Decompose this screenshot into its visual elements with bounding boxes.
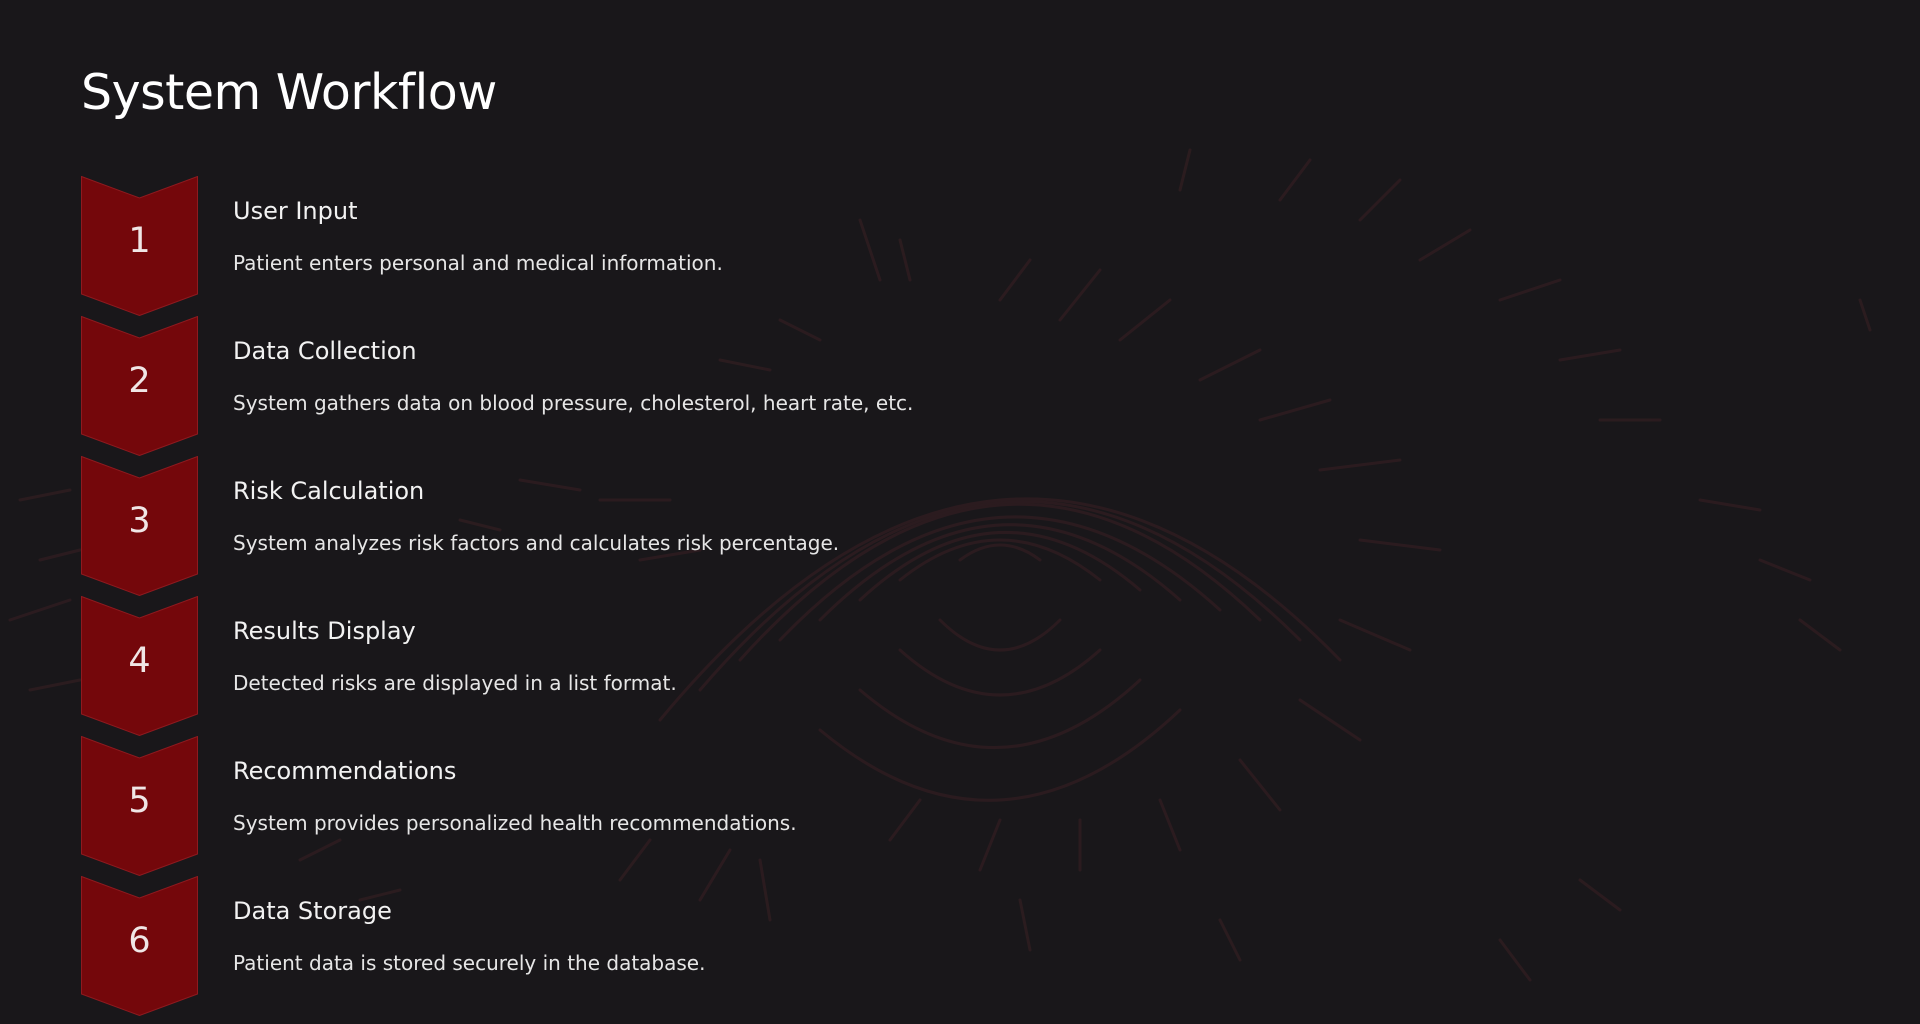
workflow-step: 4 Results Display Detected risks are dis…: [81, 596, 1281, 736]
step-number: 4: [128, 641, 151, 681]
workflow-step: 3 Risk Calculation System analyzes risk …: [81, 456, 1281, 596]
step-description: System provides personalized health reco…: [233, 811, 797, 835]
workflow-steps: 1 User Input Patient enters personal and…: [81, 176, 1281, 1016]
step-title: Risk Calculation: [233, 477, 425, 505]
step-title: User Input: [233, 197, 358, 225]
workflow-step: 1 User Input Patient enters personal and…: [81, 176, 1281, 316]
step-number: 6: [128, 921, 151, 961]
chevron-shape: [81, 176, 198, 316]
step-number: 1: [128, 221, 151, 261]
step-title: Results Display: [233, 617, 416, 645]
chevron-shape: [81, 316, 198, 456]
step-description: System gathers data on blood pressure, c…: [233, 391, 914, 415]
workflow-step: 5 Recommendations System provides person…: [81, 736, 1281, 876]
step-title: Data Collection: [233, 337, 417, 365]
chevron-shape: [81, 736, 198, 876]
step-number: 3: [128, 501, 151, 541]
workflow-step: 2 Data Collection System gathers data on…: [81, 316, 1281, 456]
step-description: Detected risks are displayed in a list f…: [233, 671, 677, 695]
step-description: Patient data is stored securely in the d…: [233, 951, 706, 975]
chevron-shape: [81, 596, 198, 736]
step-number: 5: [128, 781, 151, 821]
step-number: 2: [128, 361, 151, 401]
chevron-shape: [81, 876, 198, 1016]
step-description: Patient enters personal and medical info…: [233, 251, 723, 275]
step-description: System analyzes risk factors and calcula…: [233, 531, 840, 555]
chevron-shape: [81, 456, 198, 596]
step-title: Data Storage: [233, 897, 392, 925]
page-title: System Workflow: [81, 64, 497, 121]
workflow-step: 6 Data Storage Patient data is stored se…: [81, 876, 1281, 1016]
step-title: Recommendations: [233, 757, 457, 785]
